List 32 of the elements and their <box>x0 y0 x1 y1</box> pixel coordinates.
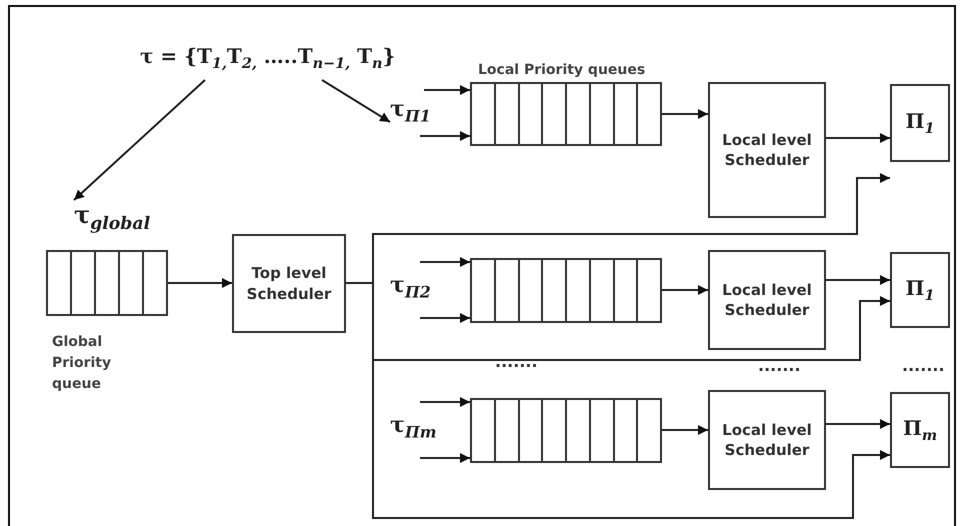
arrow <box>420 257 470 267</box>
queue-symbol: τ$_{Π2}$ <box>390 272 431 302</box>
arrow <box>662 285 708 295</box>
arrow <box>420 397 470 407</box>
arrow <box>826 133 890 143</box>
queue-heading: Local Priority queues <box>478 61 646 80</box>
queue-symbol: τ$_{Πm}$ <box>390 412 437 442</box>
processor-box: Π$_{m}$ <box>890 392 950 468</box>
arrow <box>420 453 470 463</box>
ellipsis-dots: ....... <box>495 352 538 371</box>
arrow <box>826 419 890 429</box>
queue-caption: Global Priority queue <box>52 333 112 394</box>
queue-symbol: τ$_{global}$ <box>74 200 150 234</box>
arrow <box>662 425 708 435</box>
scheduler-box: Top level Scheduler <box>232 234 346 333</box>
task-set-formula: τ = {T$_{1,}$T$_{2,}$ …..T$_{n−1,}$ T$_{n}$} <box>140 44 396 72</box>
arrow <box>424 85 470 95</box>
scheduler-box: Local level Scheduler <box>708 250 826 350</box>
arrow <box>168 278 232 288</box>
scheduler-box: Local level Scheduler <box>708 390 826 490</box>
queue-symbol: τ$_{Π1}$ <box>390 96 431 126</box>
processor-box: Π$_{1}$ <box>890 252 950 328</box>
arrow <box>662 109 708 119</box>
arrow <box>73 79 206 201</box>
ellipsis-dots: ....... <box>758 356 801 375</box>
arrow <box>420 131 470 141</box>
ellipsis-dots: ....... <box>902 356 945 375</box>
arrow <box>420 313 470 323</box>
processor-box: Π$_{1}$ <box>890 84 950 162</box>
scheduler-box: Local level Scheduler <box>708 82 826 218</box>
arrow <box>321 79 391 123</box>
arrow <box>826 275 890 285</box>
